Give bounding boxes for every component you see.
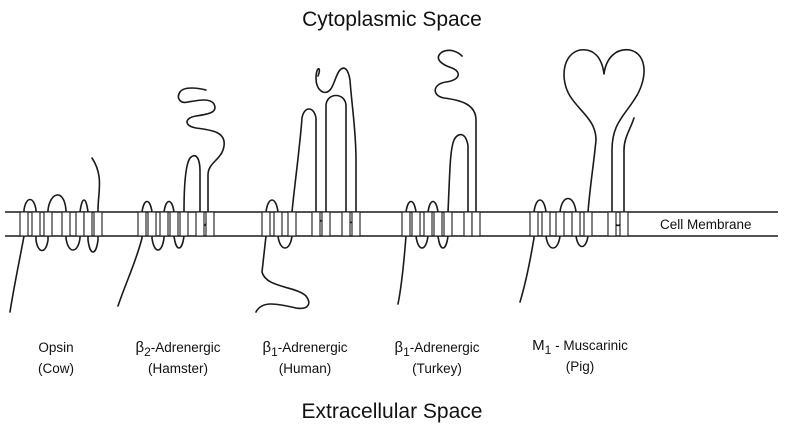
receptor-m1-muscarinic-pig [520,50,644,302]
receptor-name: β1-Adrenergic [394,339,479,359]
extracellular-space-title: Extracellular Space [302,400,483,423]
label-beta2-adrenergic-hamster: β2-Adrenergic (Hamster) [135,339,220,376]
beta1-human-strand [256,68,356,312]
receptor-name: β1-Adrenergic [262,339,347,359]
label-beta1-adrenergic-human: β1-Adrenergic (Human) [262,339,347,376]
receptor-beta1-adrenergic-turkey [398,50,480,304]
beta2-helices [138,212,214,236]
receptor-species: (Hamster) [148,361,208,376]
label-opsin-cow: Opsin (Cow) [38,340,74,376]
receptor-suffix: -Adrenergic [410,340,480,355]
receptor-name: M1 - Muscarinic [532,337,628,357]
receptor-species: (Cow) [38,361,74,376]
receptor-beta2-adrenergic-hamster [118,88,224,306]
receptor-suffix: - Muscarinic [551,338,628,353]
label-beta1-adrenergic-turkey: β1-Adrenergic (Turkey) [394,339,479,376]
m1-helices [530,212,628,236]
opsin-helices [20,212,102,236]
receptor-name: Opsin [38,340,73,355]
cell-membrane-label: Cell Membrane [660,217,752,232]
receptor-species: (Pig) [566,359,595,374]
beta1-human-helices [262,212,360,236]
receptor-species: (Turkey) [412,361,462,376]
receptor-name: β2-Adrenergic [135,339,220,359]
m1-strand [520,50,644,302]
letter-prefix: M [532,337,545,354]
receptor-species: (Human) [279,361,332,376]
receptor-suffix: -Adrenergic [278,340,348,355]
beta1-turkey-strand [398,50,476,304]
receptor-opsin-cow [10,158,102,312]
label-m1-muscarinic-pig: M1 - Muscarinic (Pig) [532,337,628,374]
beta1-turkey-helices [402,212,480,236]
receptor-beta1-adrenergic-human [256,68,360,312]
cytoplasmic-space-title: Cytoplasmic Space [302,8,482,31]
receptor-suffix: -Adrenergic [151,340,221,355]
beta2-strand [118,88,224,306]
